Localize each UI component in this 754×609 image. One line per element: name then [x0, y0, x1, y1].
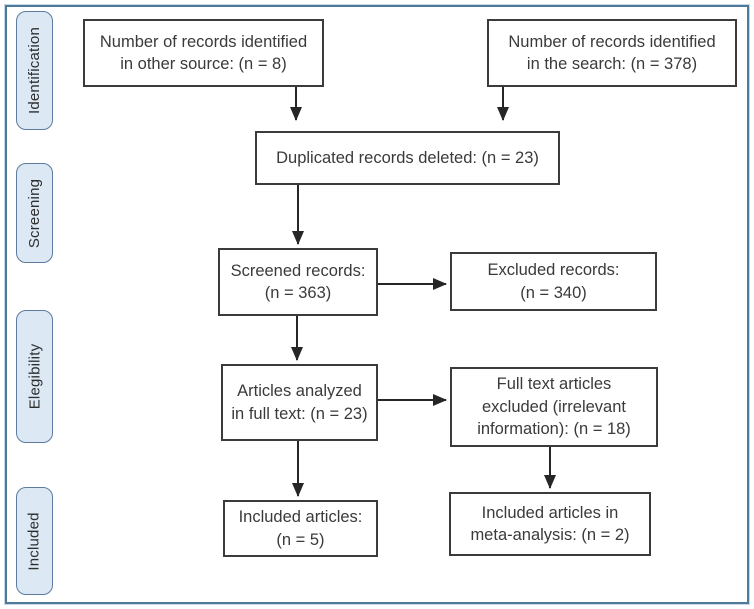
box-duplicates-deleted: Duplicated records deleted: (n = 23) — [255, 131, 560, 185]
stage-label-elegibility: Elegibility — [16, 310, 53, 443]
box-screened-records: Screened records: (n = 363) — [218, 248, 378, 316]
stage-label-elegibility-text: Elegibility — [26, 343, 43, 410]
stage-label-identification-text: Identification — [26, 26, 43, 115]
box-included-articles-text: Included articles: (n = 5) — [238, 508, 363, 549]
box-full-text-analyzed-text: Articles analyzed in full text: (n = 23) — [231, 382, 368, 423]
box-duplicates-deleted-text: Duplicated records deleted: (n = 23) — [276, 148, 539, 167]
stage-label-identification: Identification — [16, 11, 53, 130]
stage-label-included-text: Included — [26, 511, 43, 571]
box-full-text-analyzed: Articles analyzed in full text: (n = 23) — [221, 364, 378, 441]
diagram-outer-frame — [5, 5, 749, 604]
box-excluded-records-text: Excluded records: (n = 340) — [487, 261, 620, 302]
box-records-search-text: Number of records identified in the sear… — [508, 32, 716, 73]
stage-label-screening-text: Screening — [26, 178, 44, 248]
box-records-other-source-text: Number of records identified in other so… — [99, 32, 308, 73]
box-full-text-excluded: Full text articles excluded (irrelevant … — [450, 367, 658, 447]
box-included-articles: Included articles: (n = 5) — [223, 500, 378, 557]
box-records-other-source: Number of records identified in other so… — [83, 19, 324, 87]
box-screened-records-text: Screened records: (n = 363) — [230, 261, 366, 302]
stage-label-included: Included — [16, 487, 53, 595]
stage-label-screening: Screening — [16, 163, 53, 263]
box-full-text-excluded-text: Full text articles excluded (irrelevant … — [477, 375, 631, 439]
box-included-meta-analysis-text: Included articles in meta-analysis: (n =… — [470, 503, 630, 544]
box-records-search: Number of records identified in the sear… — [487, 19, 737, 87]
box-included-meta-analysis: Included articles in meta-analysis: (n =… — [449, 492, 651, 556]
box-excluded-records: Excluded records: (n = 340) — [450, 252, 657, 311]
